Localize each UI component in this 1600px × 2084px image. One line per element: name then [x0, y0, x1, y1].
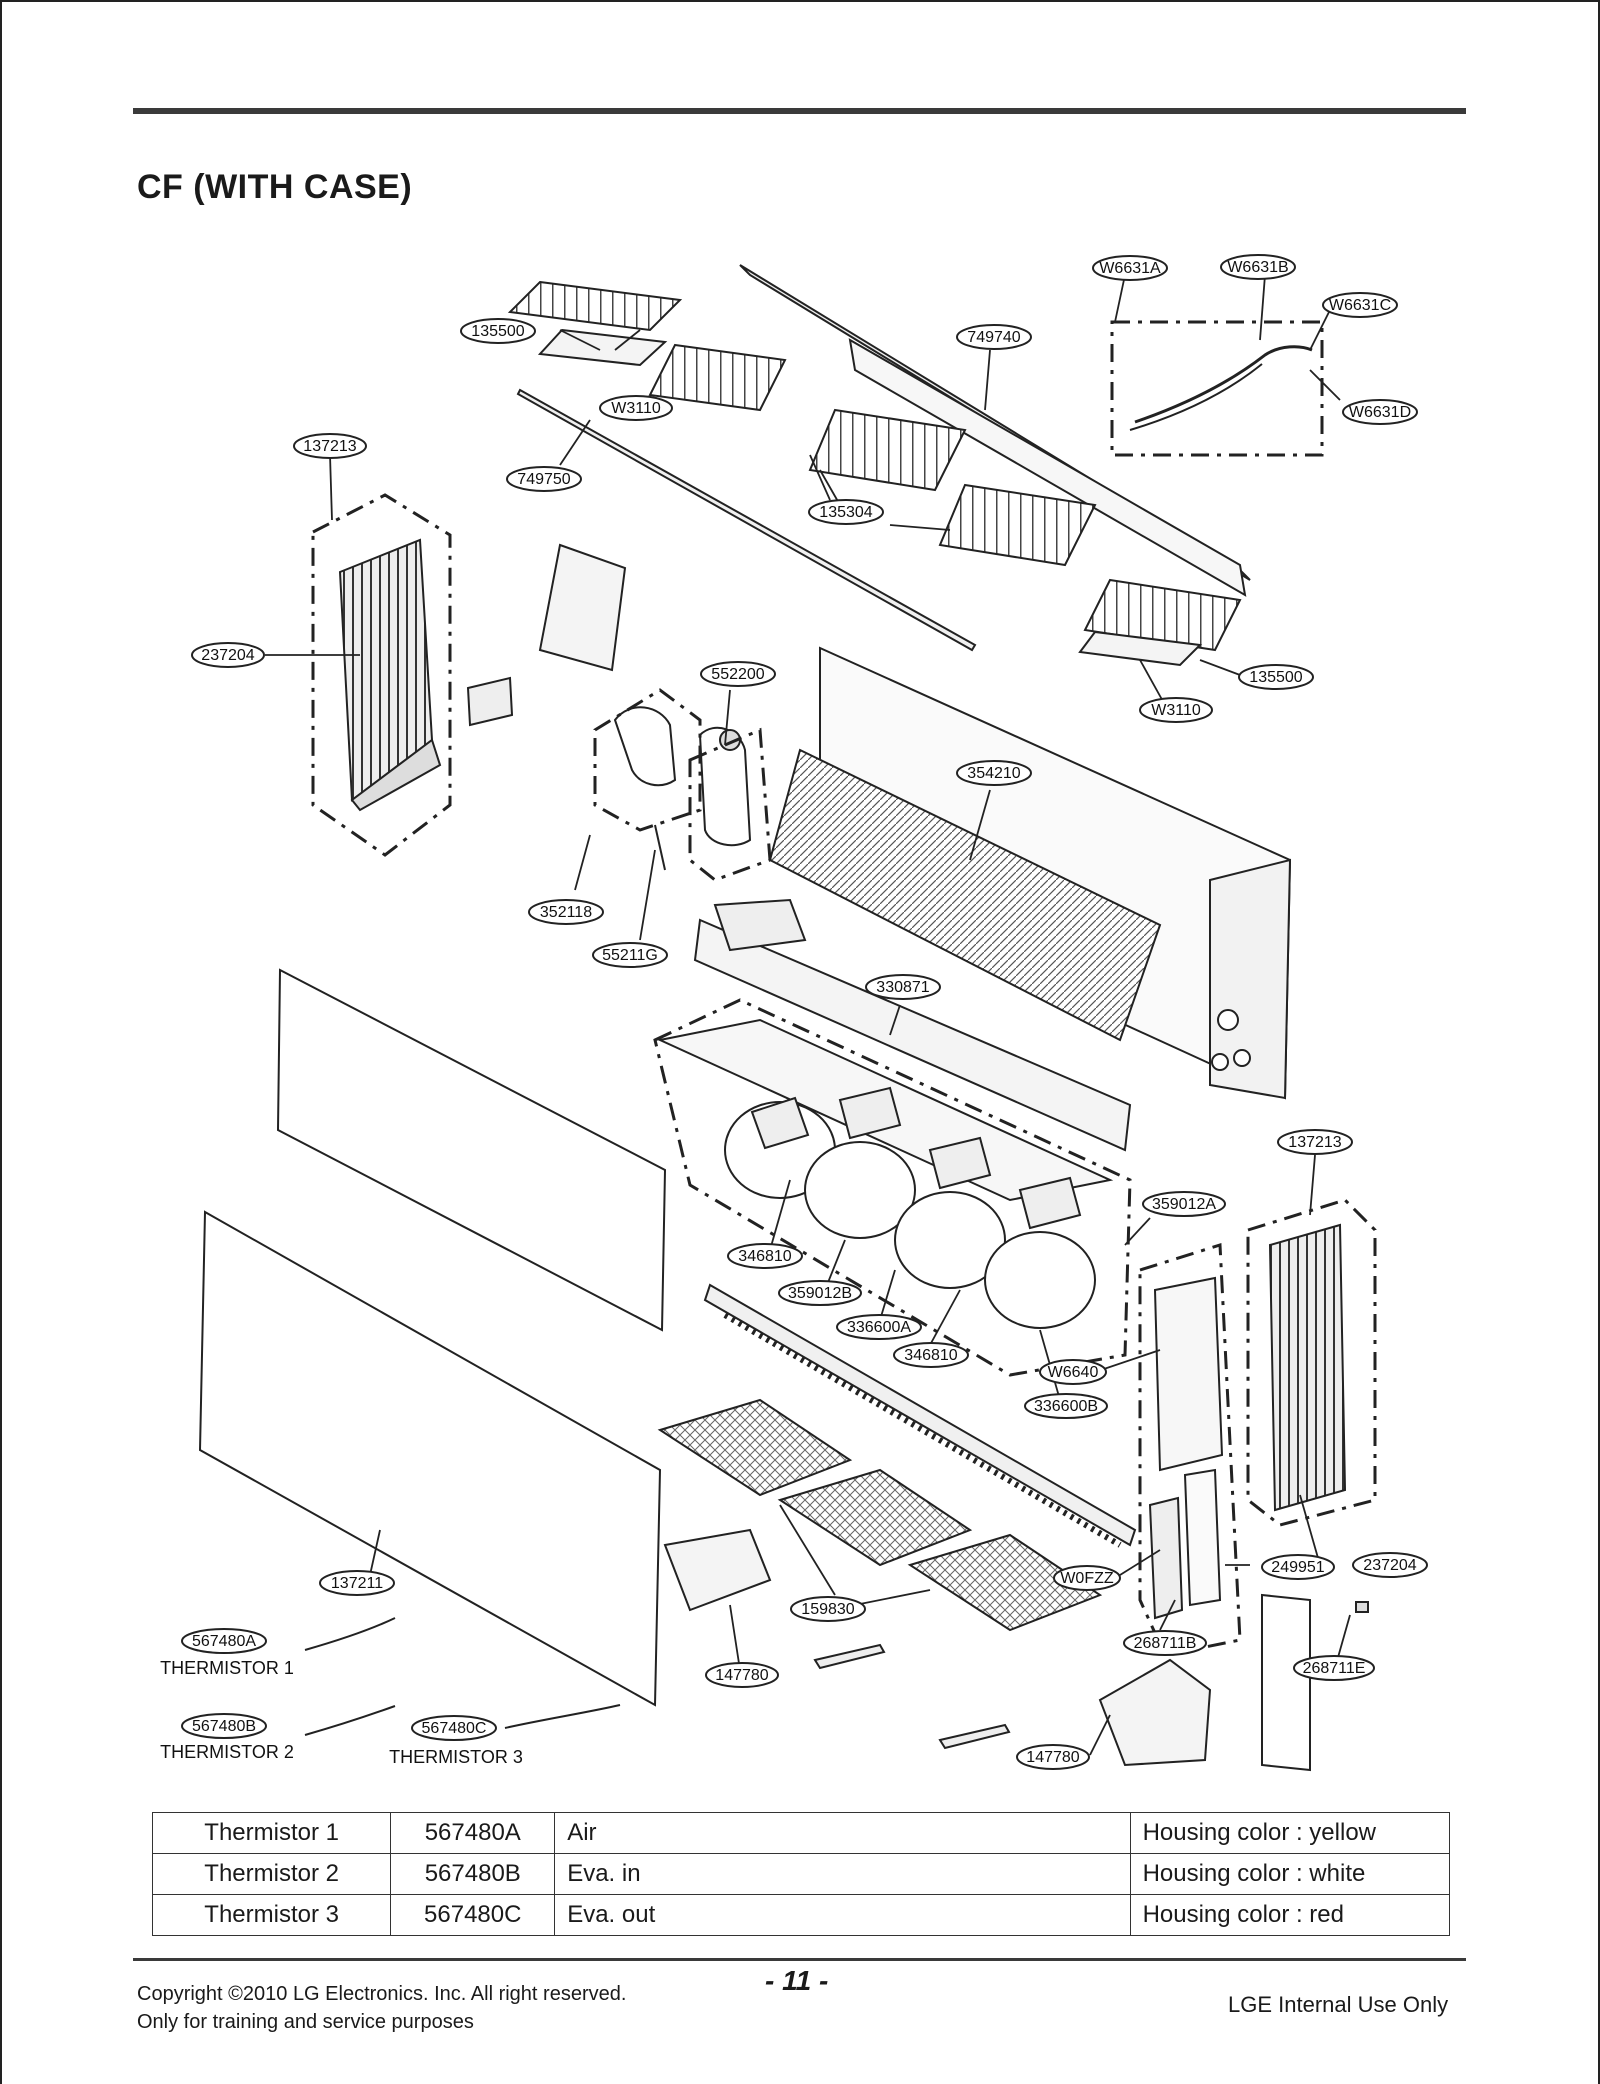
- thermistor-3-caption: THERMISTOR 3: [389, 1747, 523, 1767]
- callout-268711b: 268711B: [1134, 1635, 1197, 1652]
- housing-color-cell: Housing color : yellow: [1129, 1812, 1451, 1854]
- callout-359012a: 359012A: [1152, 1196, 1216, 1213]
- parts-drawing: [198, 264, 1369, 1772]
- callout-552200: 552200: [711, 666, 764, 683]
- callout-labels: 135500 W3110 749740 749750 W6631A W6631B…: [192, 259, 1417, 1766]
- sensor-position-cell: Eva. out: [554, 1894, 1131, 1936]
- callout-135500-top: 135500: [471, 323, 524, 340]
- callout-55211g: 55211G: [602, 947, 658, 964]
- callout-237204-right: 237204: [1363, 1557, 1416, 1574]
- thermistor-name-cell: Thermistor 1: [151, 1812, 392, 1854]
- housing-color-cell: Housing color : red: [1129, 1894, 1451, 1936]
- callout-346810-b: 346810: [904, 1347, 957, 1364]
- footer-rule: [133, 1958, 1466, 1961]
- part-code-cell: 567480A: [390, 1812, 556, 1854]
- part-code-cell: 567480C: [390, 1894, 556, 1936]
- callout-bubbles: [181, 254, 1428, 1770]
- exploded-view-diagram: 135500 W3110 749740 749750 W6631A W6631B…: [160, 254, 1428, 1772]
- callout-346810-a: 346810: [738, 1248, 791, 1265]
- callout-749750: 749750: [517, 471, 570, 488]
- thermistor-captions: THERMISTOR 1 THERMISTOR 2 THERMISTOR 3: [160, 1658, 523, 1767]
- callout-352118: 352118: [540, 904, 592, 921]
- callout-567480b: 567480B: [192, 1718, 256, 1735]
- part-code-cell: 567480B: [390, 1853, 556, 1895]
- callout-237204-left: 237204: [201, 647, 254, 664]
- callout-w6631a: W6631A: [1099, 260, 1161, 277]
- housing-color-cell: Housing color : white: [1129, 1853, 1451, 1895]
- table-row: Thermistor 3 567480C Eva. out Housing co…: [151, 1894, 1451, 1936]
- header-rule: [133, 108, 1466, 114]
- callout-336600a: 336600A: [847, 1319, 911, 1336]
- callout-147780-left: 147780: [715, 1667, 768, 1684]
- dashed-groups: [311, 320, 1377, 1657]
- callout-w6631d: W6631D: [1349, 404, 1411, 421]
- callout-159830: 159830: [801, 1601, 854, 1618]
- callout-137211: 137211: [331, 1575, 383, 1592]
- callout-135500-right: 135500: [1249, 669, 1302, 686]
- callout-354210: 354210: [967, 765, 1020, 782]
- thermistor-2-caption: THERMISTOR 2: [160, 1742, 294, 1762]
- page-top-edge: [0, 0, 1600, 2]
- callout-w6631c: W6631C: [1329, 297, 1391, 314]
- callout-137213-right: 137213: [1288, 1134, 1341, 1151]
- callout-336600b: 336600B: [1034, 1398, 1098, 1415]
- callout-137213-left: 137213: [303, 438, 356, 455]
- callout-w3110-top: W3110: [611, 400, 661, 417]
- page-number: - 11 -: [765, 1965, 829, 1996]
- callout-249951: 249951: [1271, 1559, 1324, 1576]
- sensor-position-cell: Eva. in: [554, 1853, 1131, 1895]
- thermistor-name-cell: Thermistor 2: [151, 1853, 392, 1895]
- page-title: CF (WITH CASE): [137, 168, 413, 206]
- thermistor-table: Thermistor 1 567480A Air Housing color :…: [151, 1812, 1451, 1936]
- thermistor-1-caption: THERMISTOR 1: [160, 1658, 294, 1678]
- sensor-position-cell: Air: [554, 1812, 1131, 1854]
- leader-lines: [265, 274, 1351, 1756]
- internal-use-note: LGE Internal Use Only: [1228, 1992, 1449, 2017]
- callout-w3110-right: W3110: [1151, 702, 1201, 719]
- callout-749740: 749740: [967, 329, 1020, 346]
- page-right-edge: [1598, 0, 1600, 2084]
- callout-135304: 135304: [819, 504, 872, 521]
- callout-147780-right: 147780: [1026, 1749, 1079, 1766]
- table-row: Thermistor 2 567480B Eva. in Housing col…: [151, 1853, 1451, 1895]
- callout-w6631b: W6631B: [1227, 259, 1288, 276]
- callout-567480c: 567480C: [422, 1720, 487, 1737]
- copyright-line: Copyright ©2010 LG Electronics. Inc. All…: [137, 1983, 627, 2005]
- callout-268711e: 268711E: [1303, 1660, 1366, 1677]
- usage-note: Only for training and service purposes: [137, 2011, 474, 2033]
- callout-w0fzz: W0FZZ: [1060, 1570, 1114, 1587]
- thermistor-name-cell: Thermistor 3: [151, 1894, 392, 1936]
- page-left-edge: [0, 0, 2, 2084]
- table-row: Thermistor 1 567480A Air Housing color :…: [151, 1812, 1451, 1854]
- callout-330871: 330871: [876, 979, 929, 996]
- callout-567480a: 567480A: [192, 1633, 256, 1650]
- callout-w6640: W6640: [1048, 1364, 1099, 1381]
- callout-359012b: 359012B: [788, 1285, 852, 1302]
- copyright-notice: Copyright ©2010 LG Electronics. Inc. All…: [137, 1980, 626, 2036]
